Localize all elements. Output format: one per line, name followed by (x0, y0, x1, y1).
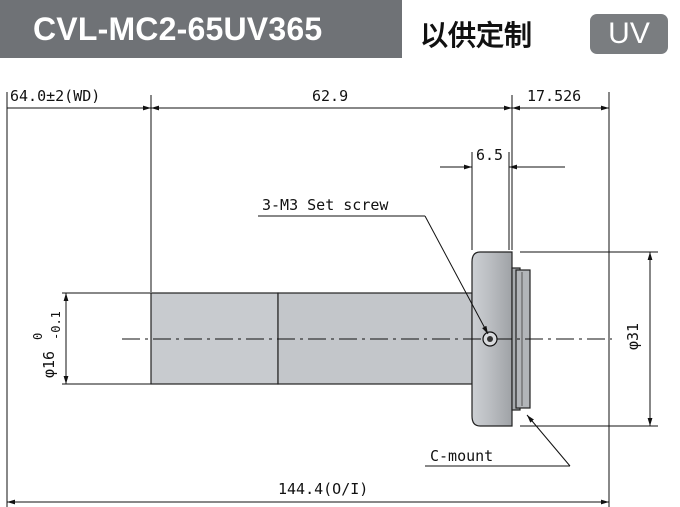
body-diameter-label: φ31 (624, 323, 642, 350)
body-diameter-text: φ31 (624, 323, 642, 350)
barrel-diameter-text: φ16 0 -0.1 (31, 311, 63, 378)
total-length-label: 144.4(O/I) (278, 480, 368, 498)
set-screw-label: 3-M3 Set screw (262, 196, 389, 214)
wd-label: 64.0±2(WD) (10, 87, 100, 105)
leader-lines (258, 215, 571, 467)
custom-note: 以供定制 (420, 19, 533, 52)
ring-label: 6.5 (476, 146, 503, 164)
uv-badge: UV (590, 14, 668, 54)
length-label: 62.9 (312, 87, 348, 105)
flange-label: 17.526 (527, 87, 581, 105)
set-screw-hole (487, 336, 493, 342)
dimension-lines (7, 105, 653, 505)
tolerance-lower: -0.1 (49, 311, 63, 340)
barrel-diameter-label: φ16 (40, 351, 58, 378)
c-mount-label: C-mount (430, 447, 493, 465)
tolerance-upper: 0 (31, 333, 45, 340)
model-title: CVL-MC2-65UV365 (0, 0, 402, 58)
